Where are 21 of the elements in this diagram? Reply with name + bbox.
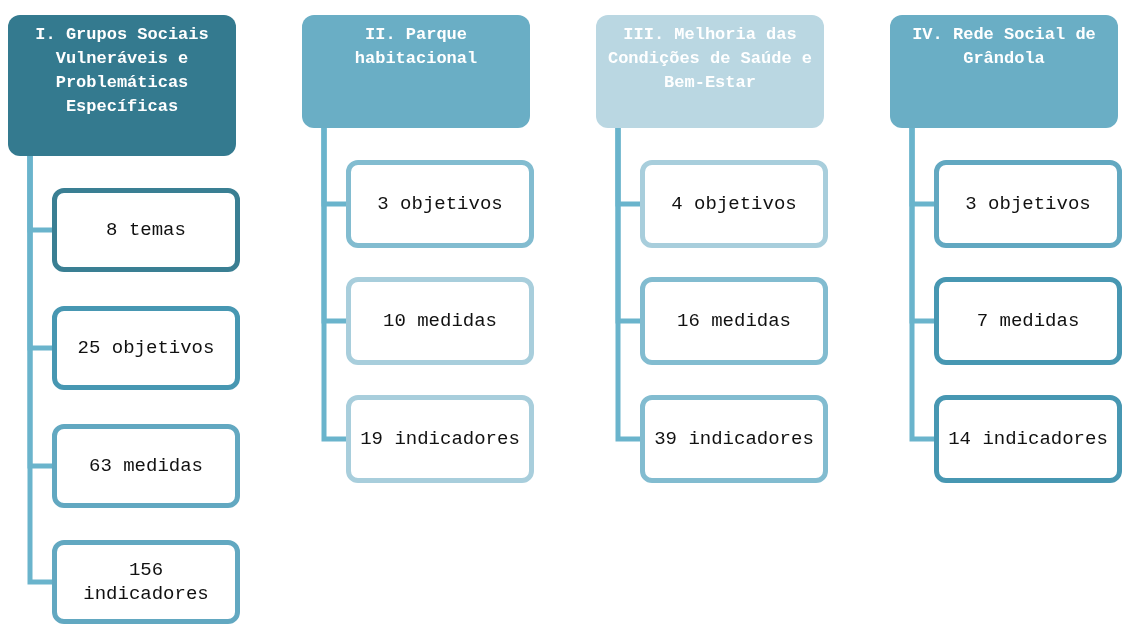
count-box: 16 medidas <box>640 277 828 365</box>
connector-line <box>27 156 52 585</box>
connector-line <box>321 128 346 442</box>
category-box: IV. Rede Social de Grândola <box>890 15 1118 128</box>
category-box: II. Parque habitacional <box>302 15 530 128</box>
count-box: 3 objetivos <box>934 160 1122 248</box>
count-box: 7 medidas <box>934 277 1122 365</box>
count-box: 156 indicadores <box>52 540 240 624</box>
count-box: 25 objetivos <box>52 306 240 390</box>
category-box: III. Melhoria das Condições de Saúde e Bem-Estar <box>596 15 824 128</box>
category-box: I. Grupos Sociais Vulneráveis e Problemáticas Específicas <box>8 15 236 156</box>
count-box: 8 temas <box>52 188 240 272</box>
count-box: 39 indicadores <box>640 395 828 483</box>
count-box: 4 objetivos <box>640 160 828 248</box>
connector-line <box>909 128 934 442</box>
count-box: 10 medidas <box>346 277 534 365</box>
count-box: 3 objetivos <box>346 160 534 248</box>
connector-line <box>615 128 640 442</box>
count-box: 63 medidas <box>52 424 240 508</box>
count-box: 19 indicadores <box>346 395 534 483</box>
count-box: 14 indicadores <box>934 395 1122 483</box>
